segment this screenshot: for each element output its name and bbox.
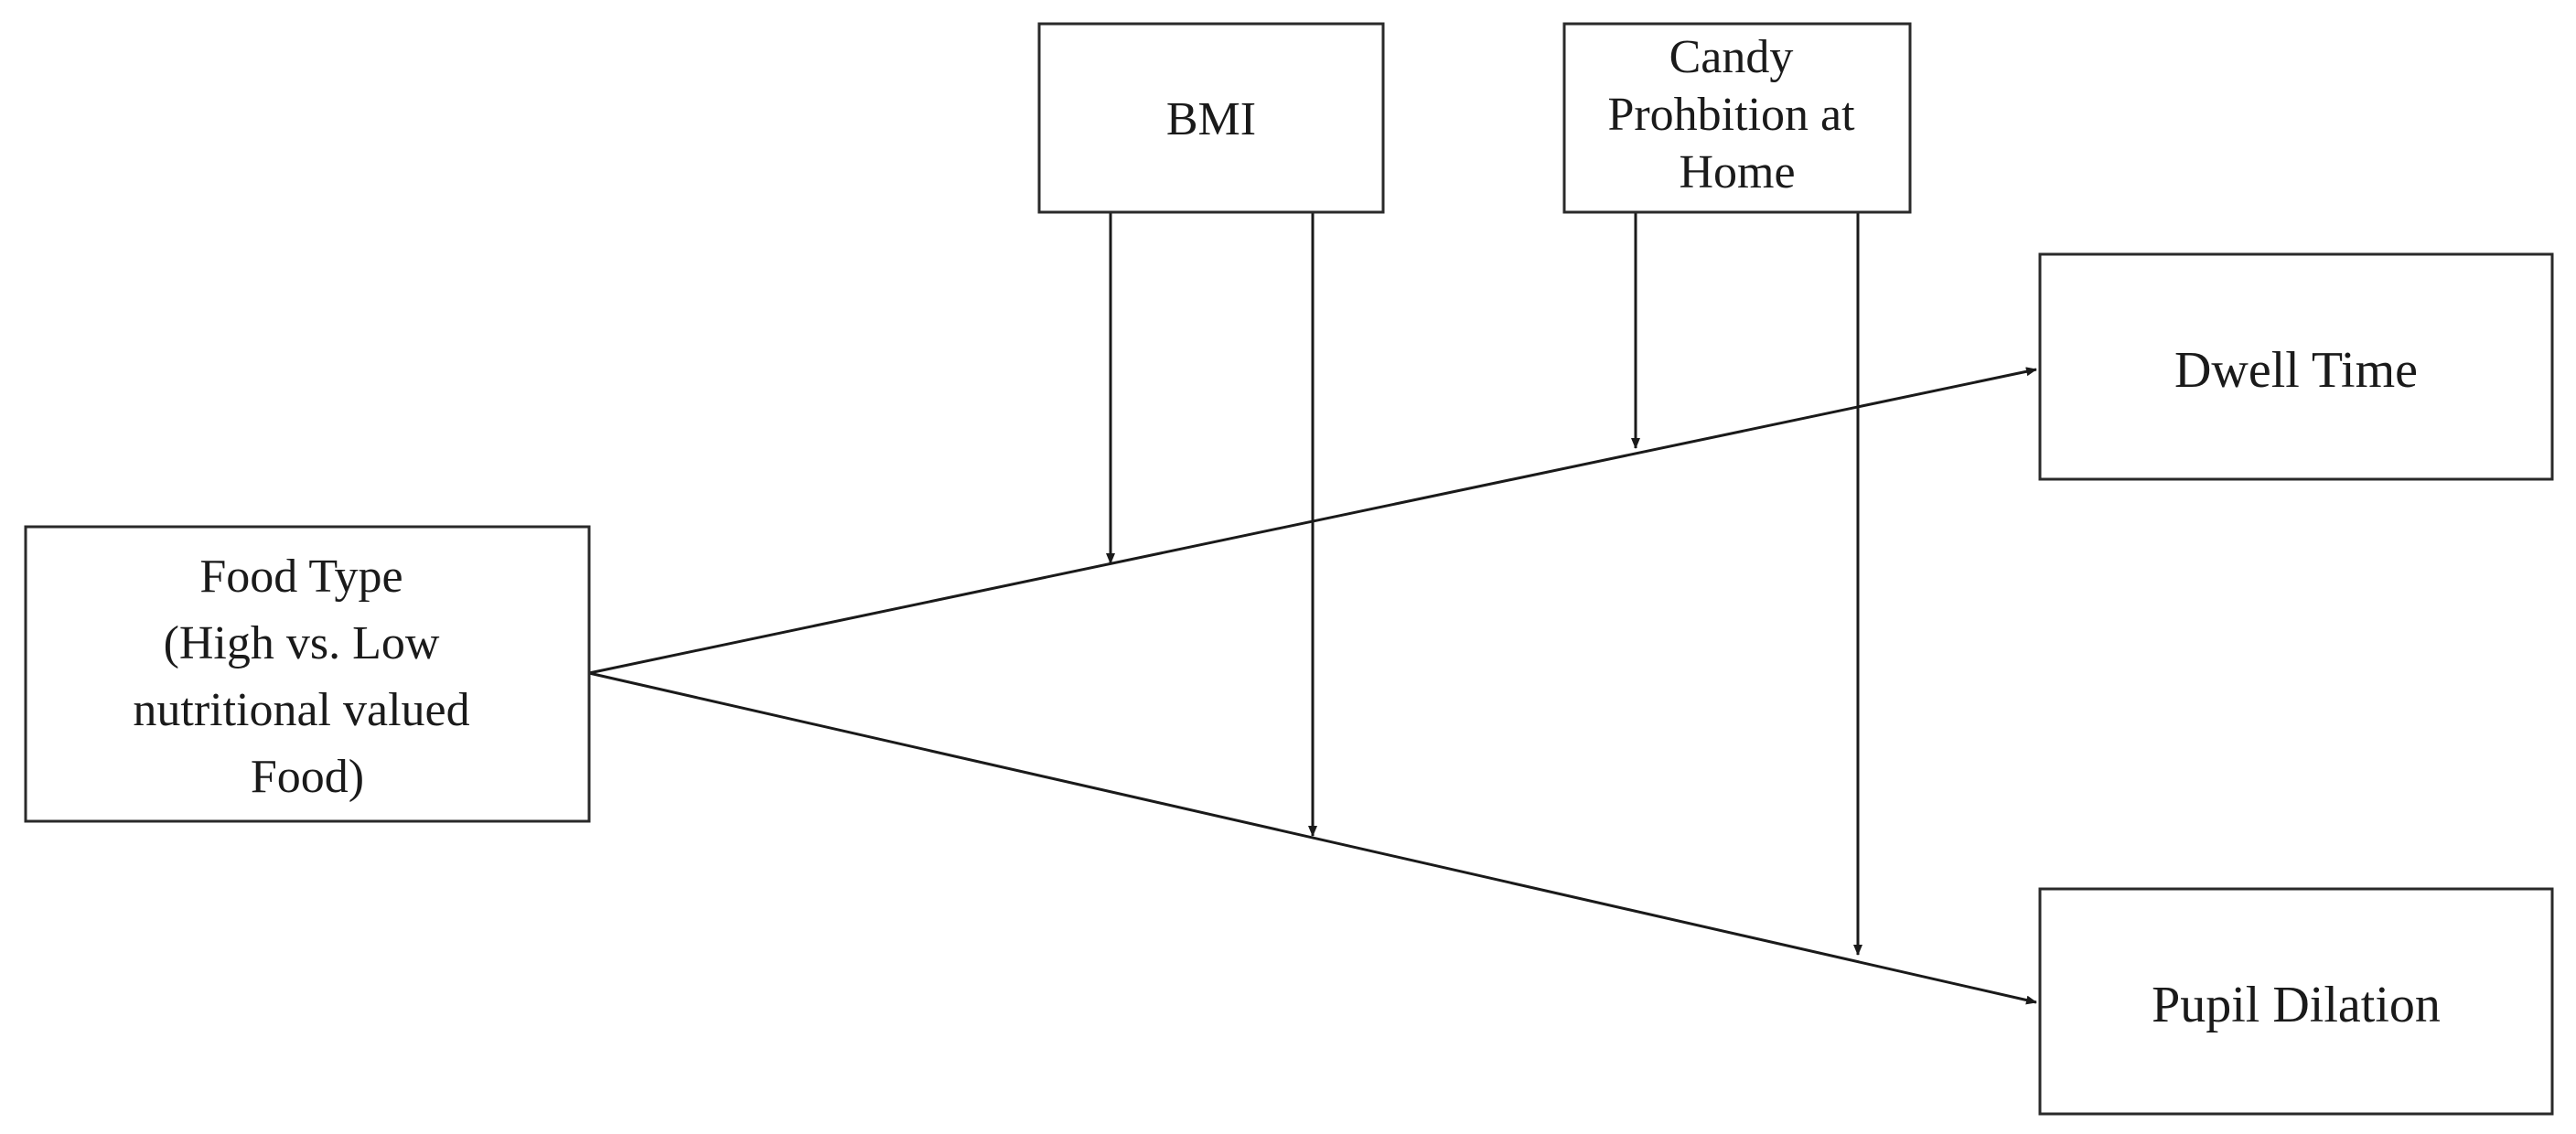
edges: [588, 212, 2037, 1005]
node-bmi-label: BMI: [1166, 93, 1256, 145]
node-pupil-dilation-label: Pupil Dilation: [2152, 977, 2441, 1033]
node-dwell-time-label: Dwell Time: [2174, 342, 2418, 399]
node-pupil-dilation: Pupil Dilation: [2038, 887, 2554, 1116]
node-food-type-label: Food Type (High vs. Low nutritional valu…: [133, 551, 481, 803]
node-food-type: Food Type (High vs. Low nutritional valu…: [24, 525, 591, 823]
node-candy-prohibition: Candy Prohbition at Home: [1562, 22, 1912, 214]
edge-food-type-to-pupil-dilation: [588, 671, 2037, 1005]
node-dwell-time: Dwell Time: [2038, 252, 2554, 481]
node-candy-prohibition-label: Candy Prohbition at Home: [1607, 31, 1866, 198]
node-bmi: BMI: [1037, 22, 1385, 214]
